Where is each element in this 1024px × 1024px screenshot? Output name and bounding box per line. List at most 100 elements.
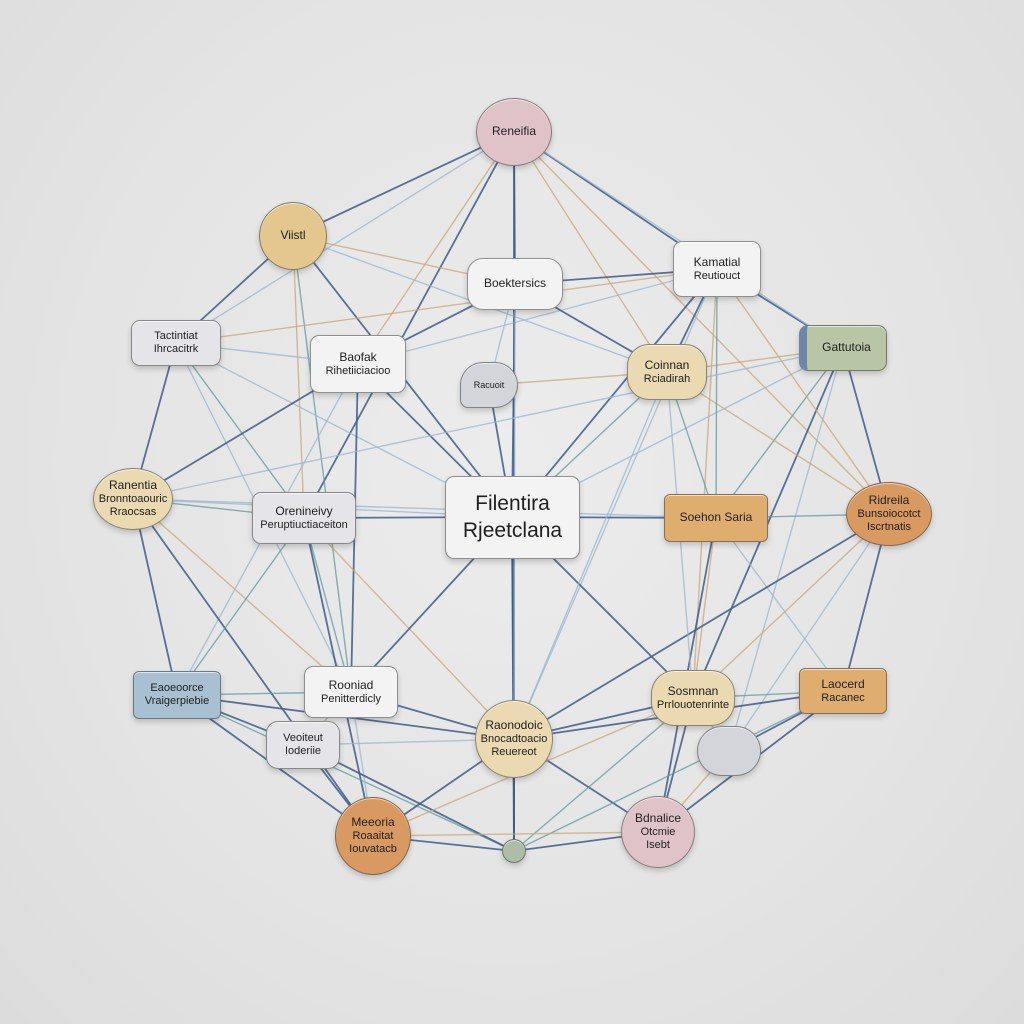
node-label: Ranentia xyxy=(108,478,158,493)
node-coinnan[interactable]: Coinnan Rciadirah xyxy=(627,344,707,400)
node-reneifia[interactable]: Reneifia xyxy=(476,98,552,166)
node-ranentia[interactable]: Ranentia Bronntoaouric Rraocsas xyxy=(93,468,173,530)
edge-oren-roo xyxy=(303,517,352,693)
node-label: Ihrcacitrk xyxy=(153,343,199,355)
node-label: Rihetiiciacioo xyxy=(325,364,391,377)
node-meeoria[interactable]: Meeoria Roaaitat Iouvatacb xyxy=(335,797,411,875)
node-label: Ridreila xyxy=(868,493,910,508)
node-label: Rciadirah xyxy=(643,372,691,385)
node-laocerd[interactable]: Laocerd Racanec xyxy=(799,668,887,714)
edge-eao-dot xyxy=(176,694,515,852)
node-gattutoia[interactable]: Gattutoia xyxy=(799,325,887,371)
node-label: Meeoria xyxy=(351,815,395,830)
node-label: Reneifia xyxy=(491,124,537,139)
node-label: Racuoit xyxy=(473,379,505,390)
edge-ran-eao xyxy=(132,498,178,696)
node-label: Bdnalice xyxy=(634,811,682,826)
edge-kam-soe xyxy=(715,268,718,519)
edge-top-coin xyxy=(513,131,668,373)
node-ridreila[interactable]: Ridreila Bunsoiocotct Iscrtnatis xyxy=(846,482,932,546)
edge-gatt-bb xyxy=(728,347,844,752)
node-kamatial[interactable]: Kamatial Reutiouct xyxy=(673,241,761,297)
edge-top-tact xyxy=(175,131,515,344)
edge-tact-kam xyxy=(175,268,718,344)
node-label: Boektersics xyxy=(483,276,547,291)
edge-rid-sos xyxy=(692,513,890,699)
node-label: Raonodoic xyxy=(485,718,543,733)
node-eaoeoorce[interactable]: Eaoeoorce Vraigerpiebie xyxy=(133,671,221,719)
node-label: Bunsoiocotct xyxy=(857,508,921,521)
node-label: Tactintiat xyxy=(154,330,198,343)
node-bubble-blank[interactable] xyxy=(697,726,761,776)
node-baofak[interactable]: Baofak Rihetiiciacioo xyxy=(310,335,406,393)
node-label: Rraocsas xyxy=(109,505,157,518)
edge-gatt-ran xyxy=(132,347,844,500)
node-veoiteut[interactable]: Veoiteut Ioderiie xyxy=(266,721,340,769)
node-label: Iscrtnatis xyxy=(866,520,911,533)
edge-oren-eao xyxy=(176,517,305,696)
node-label: Roaaitat xyxy=(352,830,394,843)
edge-ran-mee xyxy=(132,498,374,837)
edge-rid-rao xyxy=(513,513,890,740)
node-label: Bronntoaouric xyxy=(98,493,168,506)
node-label: Isebt xyxy=(646,838,670,851)
edge-coin-rao xyxy=(513,371,668,740)
edge-gatt-soe xyxy=(715,347,844,519)
edge-top-gatt xyxy=(513,131,844,349)
edge-sos-dot xyxy=(513,697,694,852)
node-label: Kamatial xyxy=(693,254,741,269)
edge-top-vistl xyxy=(292,131,515,237)
edge-tact-oren xyxy=(175,342,305,519)
node-raonodoic[interactable]: Raonodoic Bnocadtoacio Reuereot xyxy=(475,700,553,778)
edge-soe-lac xyxy=(715,517,844,692)
node-label: Peruptiuctiaceiton xyxy=(260,518,348,531)
node-label: Orenineivy xyxy=(275,503,333,518)
edge-top-rid xyxy=(513,131,890,515)
node-label: Ioderiie xyxy=(284,745,322,757)
node-label: Reutiouct xyxy=(693,269,741,282)
edge-vistl-roo xyxy=(292,235,352,693)
node-boektersics[interactable]: Boektersics xyxy=(467,258,563,310)
edge-top-bao xyxy=(357,131,515,365)
edge-vistl-oren xyxy=(292,235,305,519)
edge-rid-coin xyxy=(666,371,890,515)
edge-ran-roo xyxy=(132,498,352,693)
edge-soe-sos xyxy=(692,517,717,699)
node-tactintiat[interactable]: Tactintiat Ihrcacitrk xyxy=(131,320,221,366)
edge-top-oren xyxy=(303,131,515,519)
node-rooniad[interactable]: Rooniad Penitterdicly xyxy=(304,666,398,718)
node-label: Coinnan xyxy=(644,357,690,372)
node-label: Baofak xyxy=(339,349,377,364)
node-bubble-small[interactable]: Racuoit xyxy=(460,362,518,408)
node-label: Sosmnan xyxy=(667,683,719,698)
node-label: Reuereot xyxy=(491,745,537,758)
node-label: Eaoeoorce xyxy=(150,682,204,695)
node-label: Otcmie xyxy=(640,826,676,839)
node-label: Veoiteut xyxy=(283,732,323,745)
node-sosmnan[interactable]: Sosmnan Prrlouotenrinte xyxy=(651,670,735,726)
node-label: Iouvatacb xyxy=(349,842,397,855)
node-soehon-saria[interactable]: Soehon Saria xyxy=(664,494,768,542)
edge-rid-bb xyxy=(728,513,890,752)
edge-lac-dot xyxy=(513,690,844,852)
center-label: Filentira xyxy=(475,492,550,516)
node-orenineivy[interactable]: Orenineivy Peruptiuctiaceiton xyxy=(252,492,356,544)
edge-ran-soe xyxy=(132,498,717,519)
node-label: Viistl xyxy=(280,228,306,243)
node-label: Laocerd xyxy=(821,676,865,691)
node-label: Prrlouotenrinte xyxy=(656,698,730,711)
edge-gatt-sos xyxy=(692,347,844,699)
node-label: Penitterdicly xyxy=(321,692,381,705)
node-bdnalice[interactable]: Bdnalice Otcmie Isebt xyxy=(621,796,695,868)
node-viistl[interactable]: Viistl xyxy=(259,202,327,270)
edge-kam-bao xyxy=(357,268,718,365)
node-label: Vraigerpiebie xyxy=(144,695,210,707)
edge-kam-cen xyxy=(511,268,718,518)
edge-mee-bdn xyxy=(372,831,659,837)
node-center[interactable]: Filentira Rjeetclana xyxy=(445,476,580,559)
node-label: Bnocadtoacio xyxy=(480,733,548,746)
node-bottom-dot[interactable] xyxy=(502,839,526,863)
node-label: Soehon Saria xyxy=(679,510,753,525)
center-label: Rjeetclana xyxy=(462,518,563,542)
node-label: Gattutoia xyxy=(822,340,871,355)
